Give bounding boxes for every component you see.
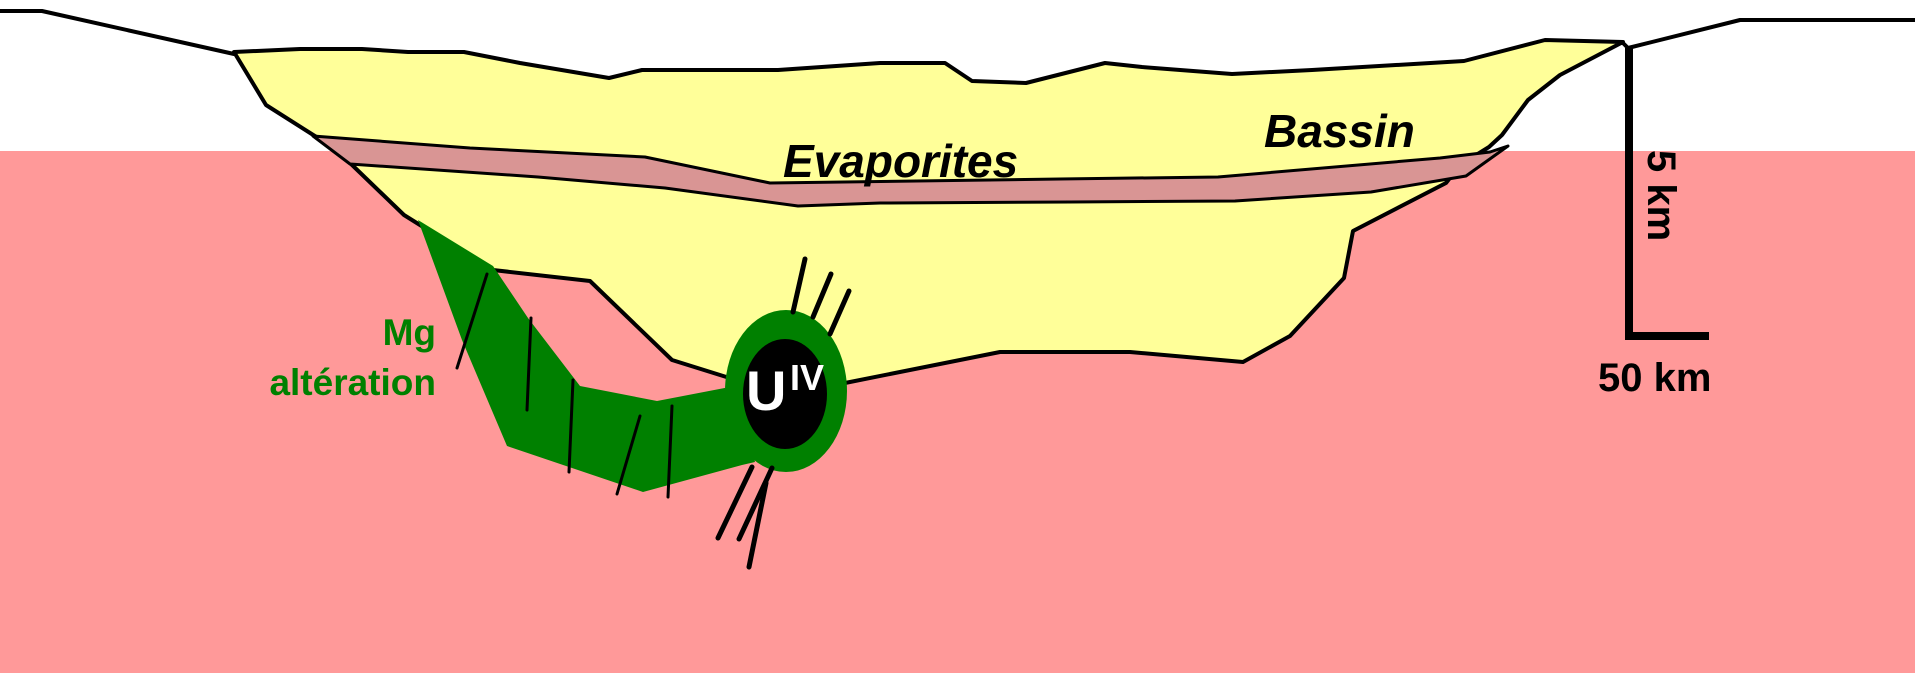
horizontal-scale-label: 50 km	[1598, 356, 1711, 400]
alteration-label: altération	[269, 362, 436, 403]
mg-label: Mg	[383, 312, 436, 353]
evaporites-label: Evaporites	[783, 135, 1018, 187]
uranium-label: U	[746, 359, 786, 422]
vertical-scale-label: 5 km	[1639, 150, 1683, 241]
bassin-label: Bassin	[1264, 105, 1415, 157]
uranium-oxidation-label: IV	[790, 357, 824, 398]
